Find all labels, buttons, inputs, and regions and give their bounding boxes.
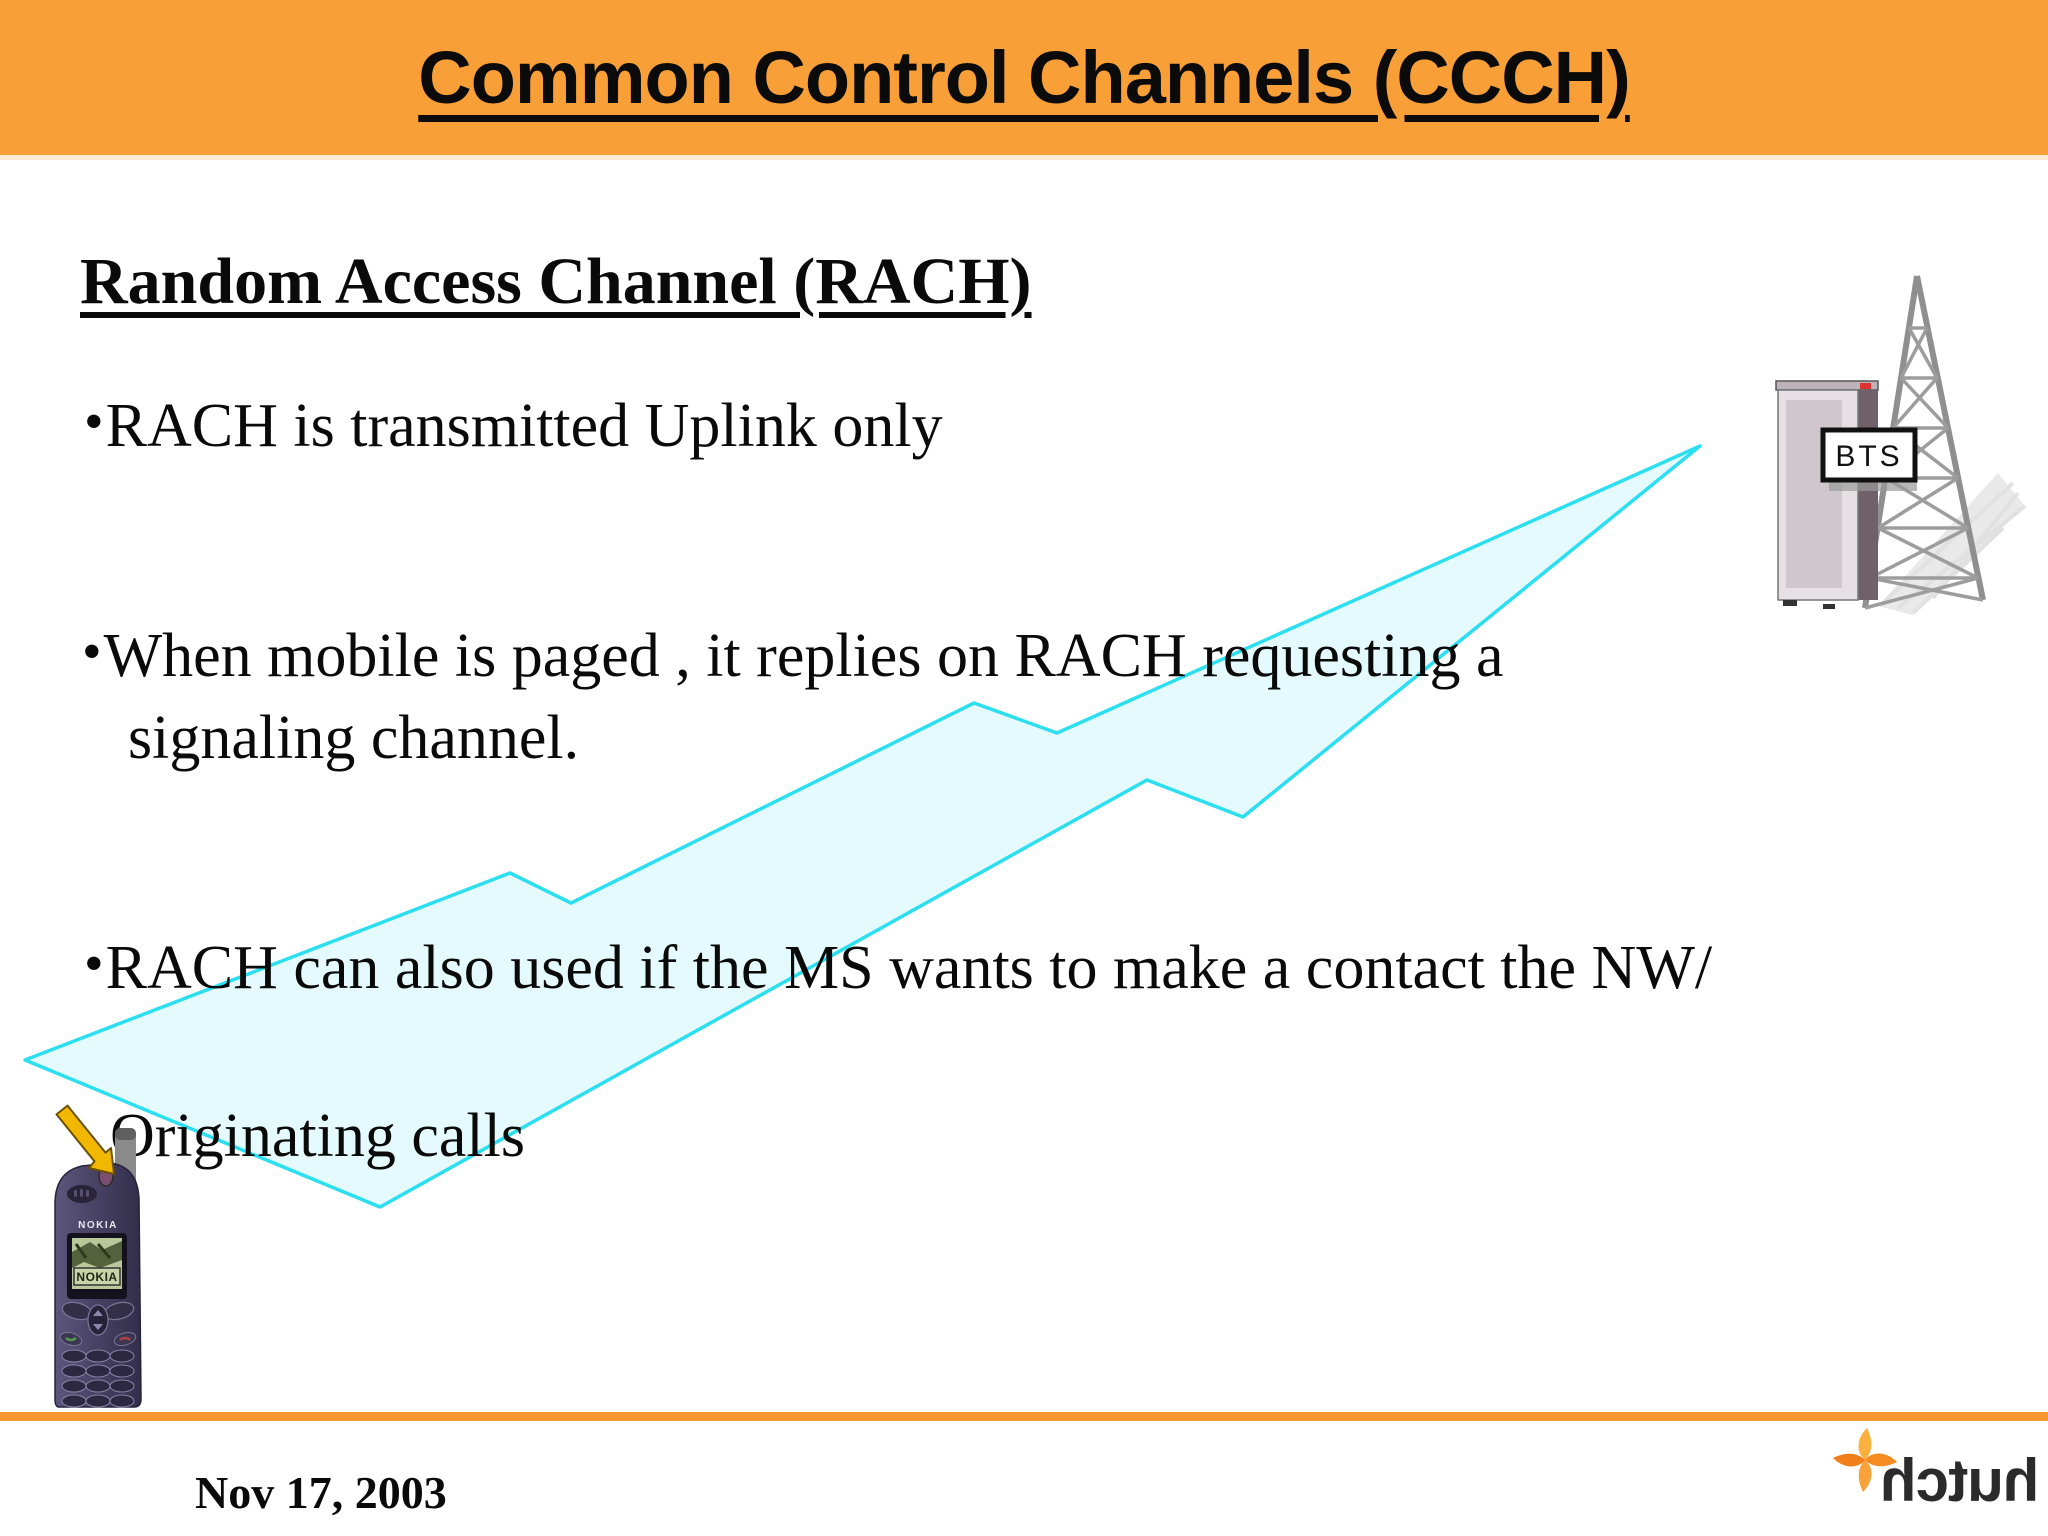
bts-label: BTS [1820,427,1918,491]
section-heading: Random Access Channel (RACH) [80,245,1032,318]
phone-brand-text: NOKIA [78,1220,118,1231]
phone-arrow-icon [55,1104,115,1175]
bullet-item: •When mobile is paged , it replies on RA… [82,621,1504,690]
hutch-pinwheel-icon [1833,1428,1897,1492]
bts-label-text: BTS [1835,440,1902,473]
bullet-continuation: Originating calls [110,1102,525,1170]
header-bar: Common Control Channels (CCCH) [0,0,2048,155]
nokia-phone-icon: NOKIA NOKIA [54,1104,142,1408]
bullet-marker: • [84,391,104,453]
bullet-marker: • [84,933,104,995]
slide-title: Common Control Channels (CCCH) [418,36,1630,119]
bullet-item: •RACH can also used if the MS wants to m… [84,933,1713,1002]
tower-braces [1864,326,1984,610]
phone-screen-brand-text: NOKIA [76,1270,117,1284]
bullet-text: RACH is transmitted Uplink only [105,392,943,460]
slide-date: Nov 17, 2003 [195,1467,447,1518]
hutch-logo: hutch [1833,1422,2045,1532]
bts-tower-icon: BTS [1775,275,2027,615]
bullet-item: •RACH is transmitted Uplink only [84,391,943,460]
bullet-marker: • [82,621,102,683]
bullet-text: RACH can also used if the MS wants to ma… [105,934,1713,1002]
bullet-text: When mobile is paged , it replies on RAC… [103,622,1504,690]
footer-rule [0,1412,2048,1421]
phone-keypad [61,1349,135,1408]
hutch-logo-text: hutch [1881,1447,2040,1514]
bts-cabinet [1775,380,1879,609]
header-bottom-strip [0,155,2048,160]
bullet-text-wrap: signaling channel. [128,704,580,772]
